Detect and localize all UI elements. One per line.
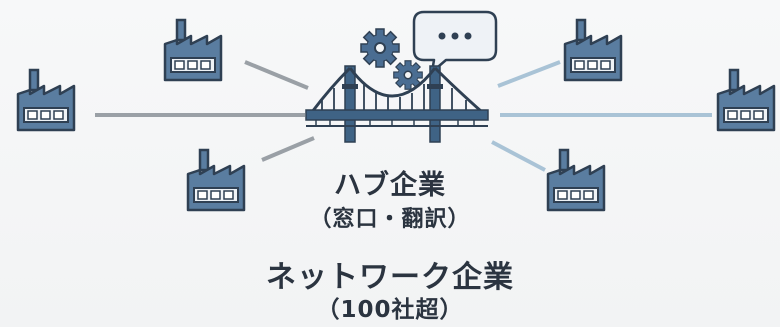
- factory-icon: [563, 18, 623, 82]
- connector-lower-left: [261, 136, 315, 162]
- hub-company-title: ハブ企業: [334, 170, 446, 201]
- network-companies-subtitle: （100社超）: [316, 297, 464, 323]
- speech-bubble-icon: [412, 10, 498, 74]
- network-companies-title: ネットワーク企業: [266, 260, 514, 295]
- suspension-bridge-icon: [305, 65, 489, 143]
- factory-icon: [163, 18, 223, 82]
- hub-company-subtitle: （窓口・翻訳）: [309, 207, 471, 232]
- connector-upper-left: [244, 60, 309, 90]
- connector-lower-right: [491, 140, 546, 172]
- factory-icon: [16, 68, 76, 132]
- connector-upper-right: [497, 60, 561, 88]
- factory-icon: [716, 68, 776, 132]
- connection-lines: [95, 60, 712, 172]
